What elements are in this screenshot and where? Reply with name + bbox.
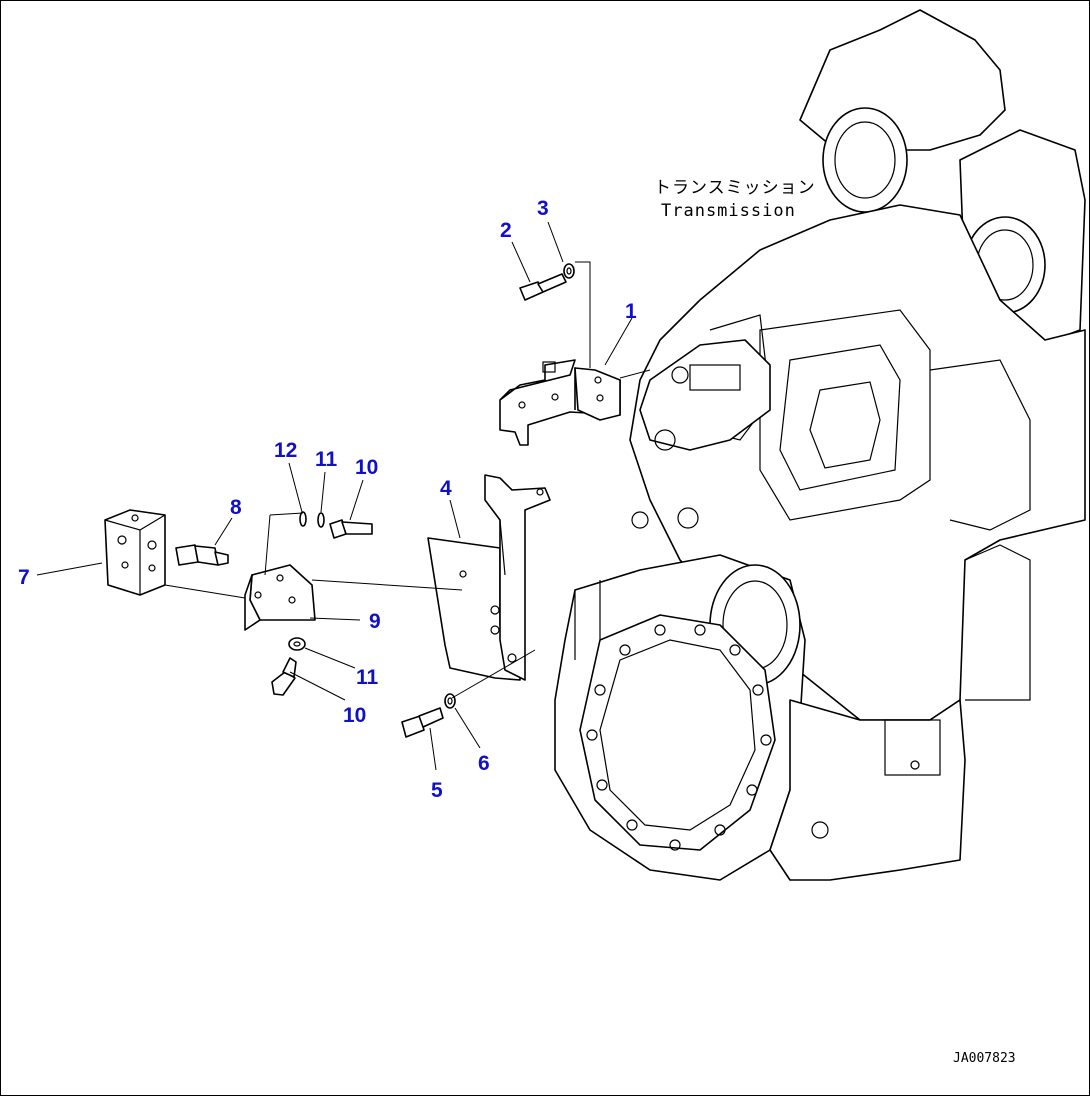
callout-4: 4 xyxy=(440,477,452,500)
callout-10-upper: 10 xyxy=(355,456,378,479)
callout-leaders xyxy=(36,221,633,771)
callout-labels: 1 2 3 4 5 6 7 8 9 10 10 11 11 12 xyxy=(18,197,637,802)
washer-part-3 xyxy=(563,263,575,279)
callout-9: 9 xyxy=(369,610,381,633)
assembly-lines xyxy=(164,261,651,699)
callout-12: 12 xyxy=(274,439,297,462)
valve-block-part-7 xyxy=(104,509,166,596)
drawing-code: JA007823 xyxy=(953,1051,1016,1066)
callout-11-upper: 11 xyxy=(315,448,338,471)
callout-7: 7 xyxy=(18,566,30,589)
callout-6: 6 xyxy=(478,752,490,775)
callout-3: 3 xyxy=(537,197,549,220)
sensor-part-8 xyxy=(175,544,229,566)
callout-10-lower: 10 xyxy=(343,704,366,727)
callout-1: 1 xyxy=(625,300,637,323)
bracket-part-4 xyxy=(427,474,551,681)
washer-part-12 xyxy=(299,511,307,527)
caption-japanese: トランスミッション xyxy=(654,178,816,198)
bracket-part-9 xyxy=(244,564,316,631)
bolt-part-2 xyxy=(519,273,567,301)
callout-8: 8 xyxy=(230,496,242,519)
transmission-housing xyxy=(554,9,1086,881)
transmission-caption: トランスミッション Transmission xyxy=(652,172,817,222)
caption-english: Transmission xyxy=(661,201,796,221)
callout-5: 5 xyxy=(431,779,443,802)
bolt-part-5 xyxy=(401,707,444,738)
washer-part-11-lower xyxy=(288,637,306,651)
callout-2: 2 xyxy=(500,219,512,242)
cover-bolts xyxy=(586,624,772,851)
bolt-part-10-upper xyxy=(329,519,373,539)
bolt-part-10-lower xyxy=(271,657,297,696)
washer-part-6 xyxy=(444,693,456,709)
bracket-part-1 xyxy=(499,359,621,446)
washer-part-11-upper xyxy=(317,512,325,528)
callout-11-lower: 11 xyxy=(356,666,379,689)
